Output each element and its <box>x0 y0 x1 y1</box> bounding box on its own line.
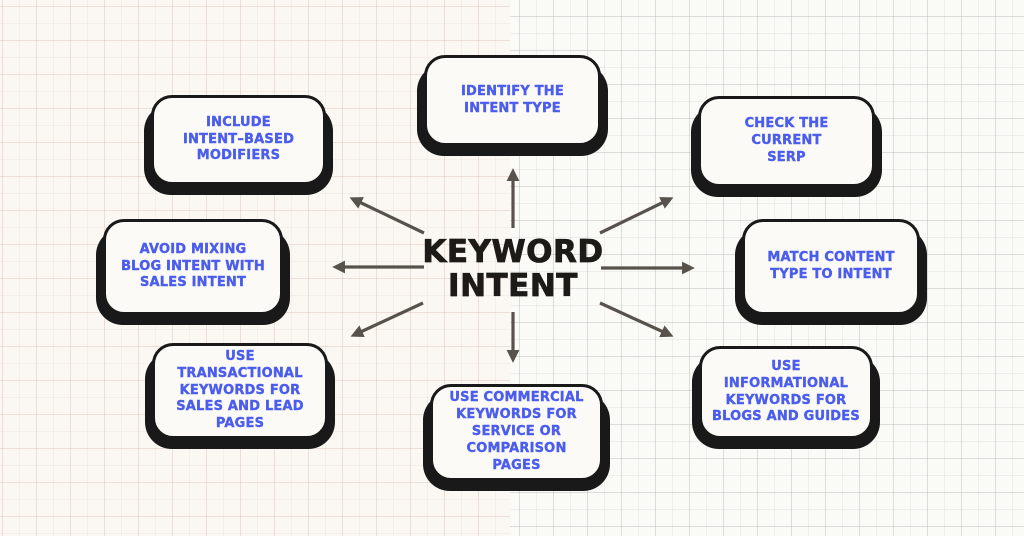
node-use-informational-keywords: USE INFORMATIONAL KEYWORDS FOR BLOGS AND… <box>692 346 880 449</box>
node-label: USE COMMERCIAL KEYWORDS FOR SERVICE OR C… <box>449 390 584 473</box>
node-use-commercial-keywords: USE COMMERCIAL KEYWORDS FOR SERVICE OR C… <box>423 384 610 491</box>
node-label: INCLUDE INTENT–BASED MODIFIERS <box>182 114 295 164</box>
node-label: USE INFORMATIONAL KEYWORDS FOR BLOGS AND… <box>712 358 860 425</box>
node-identify-intent-type: IDENTIFY THE INTENT TYPE <box>417 55 608 156</box>
node-check-current-serp: CHECK THE CURRENT SERP <box>691 96 882 197</box>
center-topic-keyword-intent: KEYWORD INTENT <box>422 233 604 304</box>
node-include-intent-based-modifiers: INCLUDE INTENT–BASED MODIFIERS <box>144 95 333 195</box>
node-label: AVOID MIXING BLOG INTENT WITH SALES INTE… <box>121 241 265 291</box>
node-use-transactional-keywords: USE TRANSACTIONAL KEYWORDS FOR SALES AND… <box>145 343 335 449</box>
node-avoid-mixing-intent: AVOID MIXING BLOG INTENT WITH SALES INTE… <box>96 219 290 325</box>
node-card: USE INFORMATIONAL KEYWORDS FOR BLOGS AND… <box>699 346 873 439</box>
node-card: USE COMMERCIAL KEYWORDS FOR SERVICE OR C… <box>430 384 603 481</box>
node-label: USE TRANSACTIONAL KEYWORDS FOR SALES AND… <box>176 348 304 432</box>
node-card: CHECK THE CURRENT SERP <box>698 96 875 187</box>
node-match-content-type: MATCH CONTENT TYPE TO INTENT <box>735 219 927 325</box>
node-card: AVOID MIXING BLOG INTENT WITH SALES INTE… <box>103 219 283 315</box>
node-label: CHECK THE CURRENT SERP <box>744 116 829 165</box>
node-card: INCLUDE INTENT–BASED MODIFIERS <box>151 95 326 185</box>
node-card: MATCH CONTENT TYPE TO INTENT <box>742 219 920 315</box>
node-card: IDENTIFY THE INTENT TYPE <box>424 55 601 146</box>
node-label: MATCH CONTENT TYPE TO INTENT <box>767 250 895 282</box>
node-card: USE TRANSACTIONAL KEYWORDS FOR SALES AND… <box>152 343 328 439</box>
node-label: IDENTIFY THE INTENT TYPE <box>461 83 564 116</box>
